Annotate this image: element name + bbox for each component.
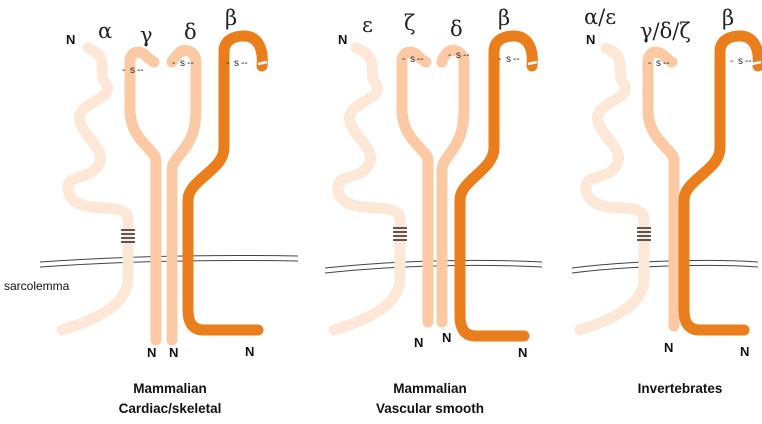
epsilon-chain-2 xyxy=(334,48,400,330)
disulfide-bond: s xyxy=(738,56,743,67)
subunit-label: δ xyxy=(450,17,463,41)
membrane-label: sarcolemma xyxy=(4,279,70,293)
gamma-chain-1 xyxy=(130,52,156,340)
panel-vascular-smooth: s s s - -- - -- - -- ε ζ δ β N N N N Mam… xyxy=(325,6,542,416)
disulfide-dashes: - xyxy=(648,58,651,69)
disulfide-dashes: - xyxy=(172,58,175,69)
disulfide-dashes: -- xyxy=(513,54,520,65)
beta-chain-3 xyxy=(684,36,758,330)
panel-caption: Cardiac/skeletal xyxy=(119,401,222,416)
disulfide-dashes: -- xyxy=(187,58,194,69)
n-terminus-label: N xyxy=(147,345,156,360)
disulfide-bond: s xyxy=(506,54,511,65)
n-terminus-label: N xyxy=(245,344,254,359)
disulfide-bond: s xyxy=(180,58,185,69)
disulfide-bond: s xyxy=(656,58,661,69)
n-terminus-label: N xyxy=(586,32,595,47)
subunit-label: γ xyxy=(140,23,153,47)
subunit-label: ε xyxy=(362,13,373,37)
disulfide-bond: s xyxy=(456,50,461,61)
membrane-3 xyxy=(572,260,758,268)
subunit-label: ζ xyxy=(404,11,415,35)
subunit-label: α/ε xyxy=(584,5,616,29)
disulfide-dashes: -- xyxy=(241,58,248,69)
n-terminus-label: N xyxy=(66,32,75,47)
beta-chain-2 xyxy=(460,36,532,336)
n-terminus-label: N xyxy=(664,340,673,355)
disulfide-dashes: -- xyxy=(663,58,670,69)
gamma-delta-zeta-chain-3 xyxy=(648,52,674,326)
disulfide-dashes: - xyxy=(402,54,405,65)
panel-cardiac-skeletal: s s s - -- - -- - -- α γ δ β N N N N sar… xyxy=(4,6,298,416)
alpha-chain-1 xyxy=(62,48,128,330)
n-terminus-label: N xyxy=(414,335,423,350)
n-terminus-label: N xyxy=(518,345,527,360)
subunit-label: β xyxy=(498,6,510,30)
subunit-label: γ/δ/ζ xyxy=(640,19,691,43)
subunit-label: β xyxy=(225,6,237,30)
alpha-epsilon-chain-3 xyxy=(580,48,644,330)
disulfide-dashes: - xyxy=(448,50,451,61)
n-terminus-label: N xyxy=(338,32,347,47)
panel-caption: Mammalian xyxy=(393,381,467,396)
disulfide-bond: s xyxy=(130,65,135,76)
panel-caption: Mammalian xyxy=(133,381,207,396)
n-terminus-label: N xyxy=(740,344,749,359)
panel-caption: Vascular smooth xyxy=(376,401,484,416)
zeta-chain-2 xyxy=(402,52,428,322)
subunit-label: α xyxy=(98,19,112,43)
disulfide-dashes: -- xyxy=(417,54,424,65)
disulfide-dashes: -- xyxy=(137,65,144,76)
disulfide-dashes: - xyxy=(226,58,229,69)
membrane-3b xyxy=(572,265,758,273)
disulfide-dashes: -- xyxy=(745,56,752,67)
subunit-label: β xyxy=(722,6,734,30)
disulfide-dashes: - xyxy=(730,56,733,67)
panel-invertebrates: s s - -- - -- α/ε γ/δ/ζ β N N N Inverteb… xyxy=(572,5,761,396)
disulfide-dashes: - xyxy=(498,54,501,65)
disulfide-bond: s xyxy=(410,54,415,65)
panel-caption: Invertebrates xyxy=(638,381,723,396)
n-terminus-label: N xyxy=(442,330,451,345)
n-terminus-label: N xyxy=(169,345,178,360)
disulfide-bond: s xyxy=(234,58,239,69)
subunit-label: δ xyxy=(184,20,197,44)
disulfide-dashes: - xyxy=(122,65,125,76)
disulfide-dashes: -- xyxy=(463,50,470,61)
